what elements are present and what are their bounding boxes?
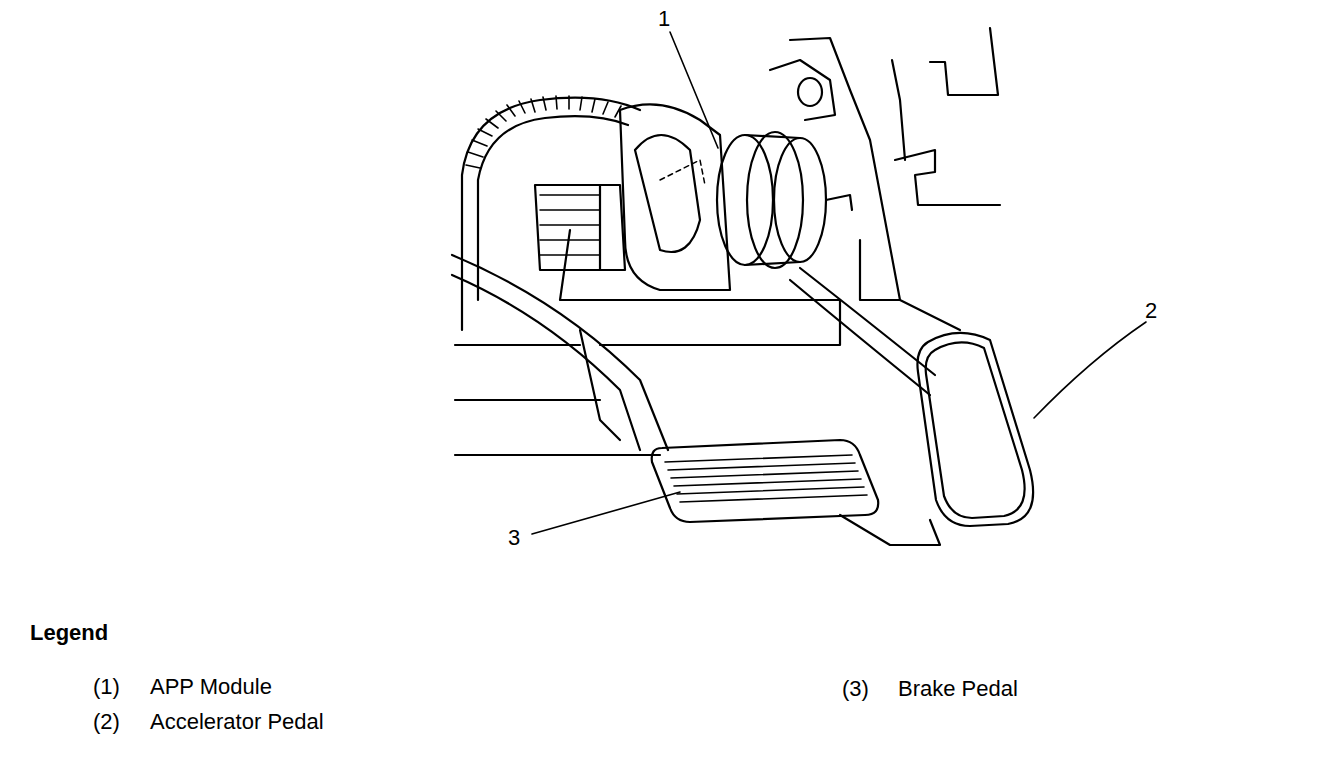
floor-lines <box>455 345 660 455</box>
pedal-bracket <box>840 515 940 545</box>
connector <box>599 185 601 270</box>
legend-text: Accelerator Pedal <box>150 711 324 733</box>
leader-line <box>670 32 718 148</box>
app-module-body <box>826 195 852 210</box>
legend-text: APP Module <box>150 676 272 698</box>
legend-number: (1) <box>93 676 120 698</box>
callout-number: 1 <box>658 8 670 30</box>
harness-hatching <box>466 96 621 168</box>
callout-number: 3 <box>508 527 520 549</box>
accelerator-pedal-pad <box>926 342 1025 518</box>
brake-arm <box>452 275 640 450</box>
wire-harness <box>478 116 628 180</box>
accelerator-pedal-pad <box>917 333 1033 526</box>
bracket-outline <box>895 150 1000 205</box>
leader-line <box>532 492 680 534</box>
mount-outline <box>560 230 600 300</box>
bracket-outline <box>790 38 960 330</box>
app-module-body <box>745 135 800 265</box>
bracket-outline <box>930 28 998 95</box>
connector-pins <box>540 195 600 255</box>
brake-arm <box>452 255 668 450</box>
wire-harness <box>462 175 478 330</box>
app-module-housing <box>620 104 730 290</box>
wire-harness <box>462 98 640 175</box>
accelerator-arm <box>800 268 935 375</box>
legend-number: (3) <box>842 678 869 700</box>
hidden-line <box>660 160 705 185</box>
bracket-outline <box>770 60 835 120</box>
legend-number: (2) <box>93 711 120 733</box>
app-module-housing <box>635 135 700 252</box>
app-module-body <box>774 138 826 262</box>
bolt-hole <box>798 78 822 106</box>
legend-heading: Legend <box>30 622 108 644</box>
connector <box>535 185 625 270</box>
leader-line <box>1034 322 1146 418</box>
legend-text: Brake Pedal <box>898 678 1018 700</box>
mount-plate <box>585 300 840 345</box>
pedal-bracket <box>860 240 900 300</box>
brake-pad-ribs <box>665 455 867 502</box>
brake-pedal-pad <box>652 440 879 522</box>
app-module-body <box>717 135 773 265</box>
bracket-outline <box>892 60 905 160</box>
callout-number: 2 <box>1145 300 1157 322</box>
